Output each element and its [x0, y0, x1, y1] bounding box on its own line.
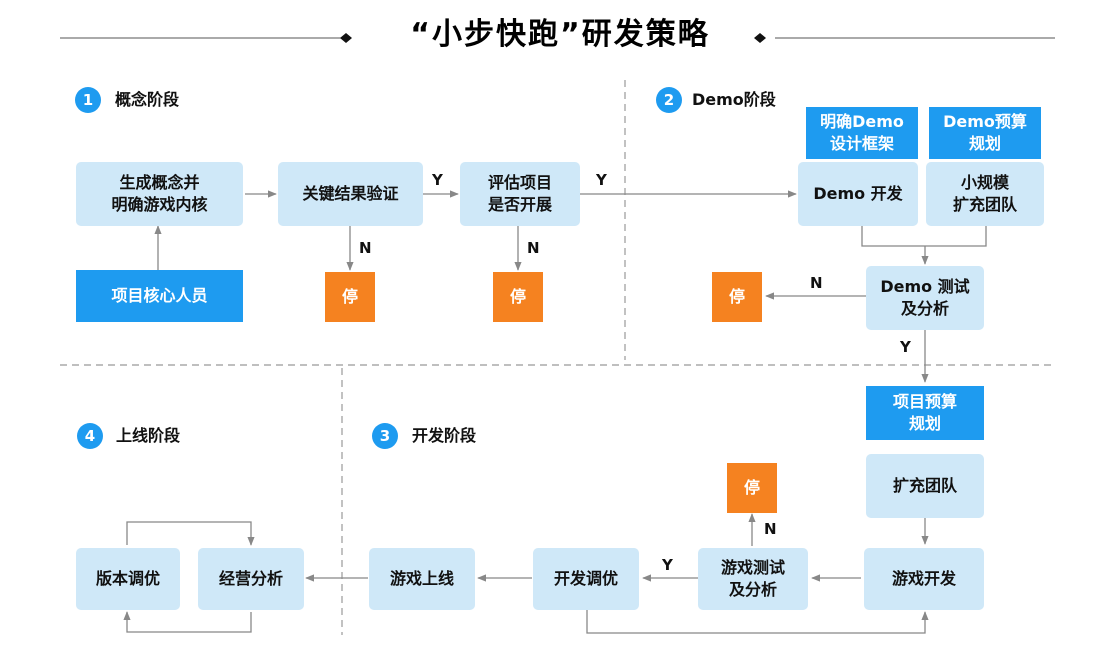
- yes-label-1: Y: [432, 171, 443, 189]
- title-diamond-right: [754, 33, 766, 43]
- expand-team-node: 扩充团队: [866, 454, 984, 518]
- demo-dev-node: Demo 开发: [798, 162, 918, 226]
- stop-node-1: 停: [325, 272, 375, 322]
- concept-core-node: 生成概念并 明确游戏内核: [76, 162, 243, 226]
- flow-arrows: [123, 190, 987, 634]
- stage-1-label: 概念阶段: [115, 90, 180, 109]
- game-launch-node: 游戏上线: [369, 548, 475, 610]
- no-label-3: N: [810, 274, 823, 292]
- core-staff-node: 项目核心人员: [76, 270, 243, 322]
- stop-node-4: 停: [727, 463, 777, 513]
- stop-node-2: 停: [493, 272, 543, 322]
- yes-label-2: Y: [596, 171, 607, 189]
- game-dev-node: 游戏开发: [864, 548, 984, 610]
- operation-analysis-node: 经营分析: [198, 548, 304, 610]
- key-validation-node: 关键结果验证: [278, 162, 423, 226]
- stage-3-label: 开发阶段: [412, 426, 477, 445]
- stage-1-number: 1: [75, 87, 101, 113]
- no-label-1: N: [359, 239, 372, 257]
- project-budget-node: 项目预算 规划: [866, 386, 984, 440]
- stage-2-number: 2: [656, 87, 682, 113]
- dev-optimize-node: 开发调优: [533, 548, 639, 610]
- stage-dividers: [60, 80, 1055, 635]
- stop-node-3: 停: [712, 272, 762, 322]
- stage-4-number: 4: [77, 423, 103, 449]
- yes-label-4: Y: [662, 556, 673, 574]
- game-test-node: 游戏测试 及分析: [698, 548, 808, 610]
- page-title: “小步快跑”研发策略: [410, 17, 710, 52]
- yes-label-3: Y: [900, 338, 911, 356]
- small-team-node: 小规模 扩充团队: [926, 162, 1044, 226]
- no-label-2: N: [527, 239, 540, 257]
- title-diamond-left: [340, 33, 352, 43]
- title-decoration: [60, 33, 1055, 43]
- stage-2-label: Demo阶段: [692, 90, 776, 109]
- evaluate-project-node: 评估项目 是否开展: [460, 162, 580, 226]
- stage-3-number: 3: [372, 423, 398, 449]
- demo-budget-node: Demo预算 规划: [929, 107, 1041, 159]
- stage-4-label: 上线阶段: [116, 426, 181, 445]
- demo-design-node: 明确Demo 设计框架: [806, 107, 918, 159]
- no-label-4: N: [764, 520, 777, 538]
- version-optimize-node: 版本调优: [76, 548, 180, 610]
- demo-test-node: Demo 测试 及分析: [866, 266, 984, 330]
